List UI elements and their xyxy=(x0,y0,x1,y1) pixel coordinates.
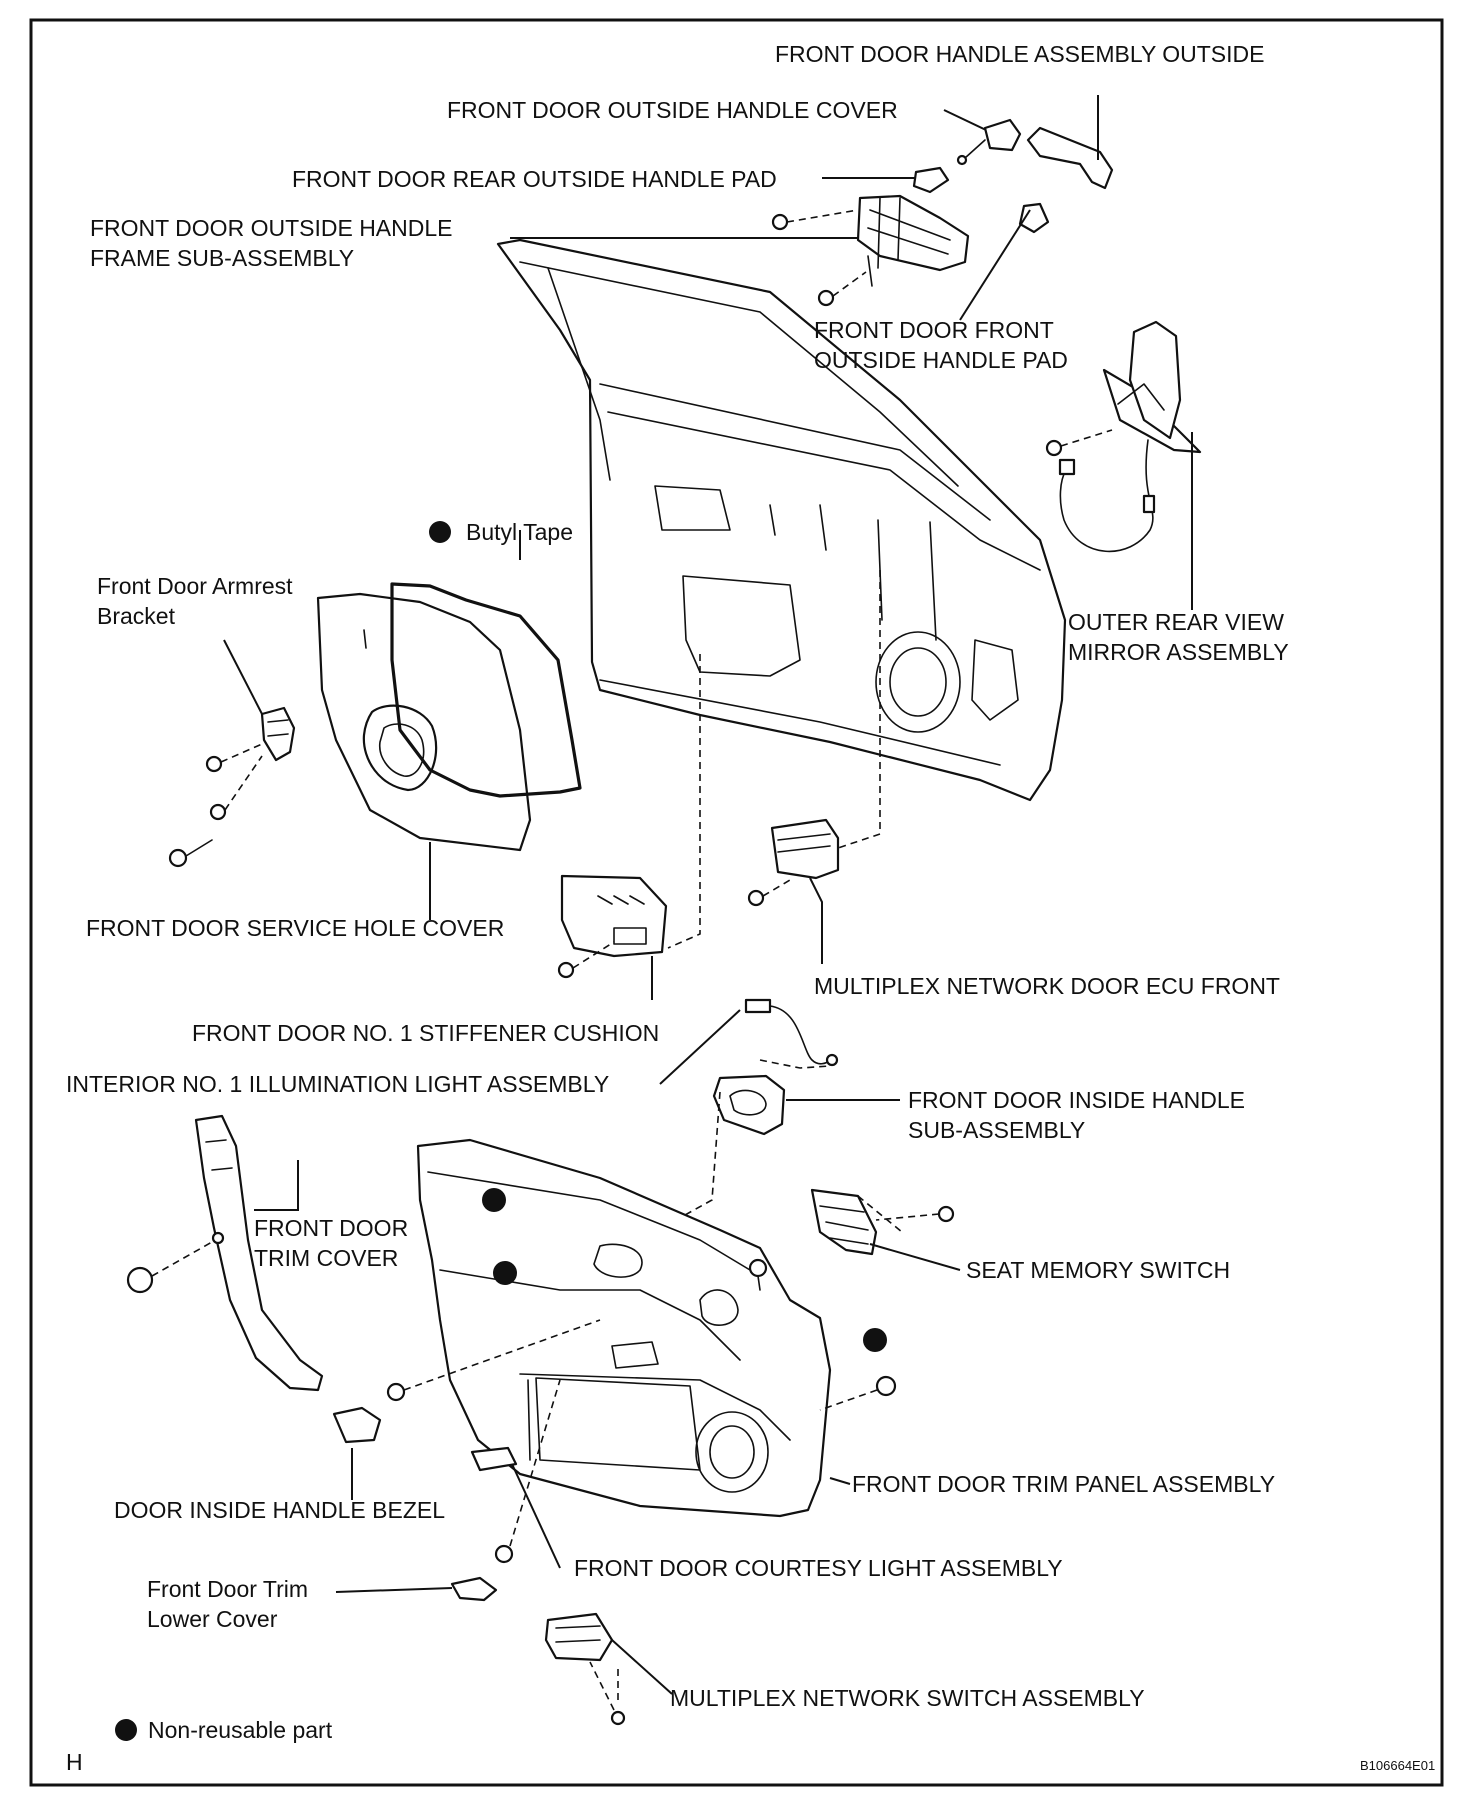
trim-cover-part xyxy=(126,1114,324,1392)
rear-outside-handle-pad-part xyxy=(912,166,950,194)
leader-lines xyxy=(223,95,1193,1695)
label-armrest-bracket-1: Front Door Armrest xyxy=(97,573,293,599)
legend-nonreusable-label: Non-reusable part xyxy=(148,1717,333,1743)
nonreusable-dot-panel-3 xyxy=(863,1328,887,1352)
seat-memory-switch-part xyxy=(810,1188,955,1256)
legend-dot xyxy=(115,1719,137,1741)
service-hole-cover-part xyxy=(316,592,532,852)
trim-lower-cover-part xyxy=(450,1576,498,1602)
label-rear-outside-handle-pad: FRONT DOOR REAR OUTSIDE HANDLE PAD xyxy=(292,166,777,192)
label-inside-handle-2: SUB-ASSEMBLY xyxy=(908,1117,1085,1143)
outside-handle-cover-part xyxy=(956,118,1022,166)
nonreusable-dot-butyl xyxy=(429,521,451,543)
stiffener-cushion-part xyxy=(557,654,701,979)
inside-handle-part xyxy=(675,1059,831,1221)
label-stiffener-cushion: FRONT DOOR NO. 1 STIFFENER CUSHION xyxy=(192,1020,659,1046)
label-outside-handle-frame-1: FRONT DOOR OUTSIDE HANDLE xyxy=(90,215,453,241)
door-shell xyxy=(496,238,1067,802)
outer-mirror-part xyxy=(1045,320,1202,553)
label-ecu-front: MULTIPLEX NETWORK DOOR ECU FRONT xyxy=(814,973,1280,999)
diagram-border xyxy=(29,18,1444,1787)
label-front-outside-handle-pad-1: FRONT DOOR FRONT xyxy=(814,317,1054,343)
label-outer-mirror-2: MIRROR ASSEMBLY xyxy=(1068,639,1289,665)
ecu-front-part xyxy=(747,570,881,907)
nonreusable-dot-panel-1 xyxy=(482,1188,506,1212)
figure-code: B106664E01 xyxy=(1360,1758,1435,1773)
label-trim-panel-assembly: FRONT DOOR TRIM PANEL ASSEMBLY xyxy=(852,1471,1275,1497)
label-handle-assembly-outside: FRONT DOOR HANDLE ASSEMBLY OUTSIDE xyxy=(775,41,1265,67)
courtesy-light-part xyxy=(386,1319,601,1472)
label-inside-handle-1: FRONT DOOR INSIDE HANDLE xyxy=(908,1087,1245,1113)
front-outside-handle-pad-part xyxy=(1018,202,1050,234)
label-butyl-tape: Butyl Tape xyxy=(466,519,573,545)
trim-panel-part xyxy=(416,1138,897,1518)
label-trim-lower-cover-2: Lower Cover xyxy=(147,1606,278,1632)
label-outside-handle-frame-2: FRAME SUB-ASSEMBLY xyxy=(90,245,354,271)
label-outside-handle-cover: FRONT DOOR OUTSIDE HANDLE COVER xyxy=(447,97,898,123)
armrest-bracket-part xyxy=(168,706,296,868)
label-inside-handle-bezel: DOOR INSIDE HANDLE BEZEL xyxy=(114,1497,445,1523)
label-courtesy-light: FRONT DOOR COURTESY LIGHT ASSEMBLY xyxy=(574,1555,1063,1581)
label-trim-lower-cover-1: Front Door Trim xyxy=(147,1576,308,1602)
outside-handle-frame-part xyxy=(771,194,970,307)
label-armrest-bracket-2: Bracket xyxy=(97,603,176,629)
label-trim-cover-2: TRIM COVER xyxy=(254,1245,398,1271)
label-network-switch: MULTIPLEX NETWORK SWITCH ASSEMBLY xyxy=(670,1685,1145,1711)
handle-assembly-outside-part xyxy=(1026,126,1114,190)
nonreusable-dot-panel-2 xyxy=(493,1261,517,1285)
label-trim-cover-1: FRONT DOOR xyxy=(254,1215,408,1241)
label-outer-mirror-1: OUTER REAR VIEW xyxy=(1068,609,1284,635)
corner-letter: H xyxy=(66,1749,83,1775)
network-switch-part xyxy=(494,1379,626,1726)
label-front-outside-handle-pad-2: OUTSIDE HANDLE PAD xyxy=(814,347,1068,373)
label-service-hole-cover: FRONT DOOR SERVICE HOLE COVER xyxy=(86,915,504,941)
label-seat-memory-switch: SEAT MEMORY SWITCH xyxy=(966,1257,1230,1283)
illumination-light-part xyxy=(744,998,839,1067)
label-illumination-light: INTERIOR NO. 1 ILLUMINATION LIGHT ASSEMB… xyxy=(66,1071,609,1097)
butyl-tape-part xyxy=(390,582,582,798)
inside-handle-bezel-part xyxy=(332,1406,382,1444)
